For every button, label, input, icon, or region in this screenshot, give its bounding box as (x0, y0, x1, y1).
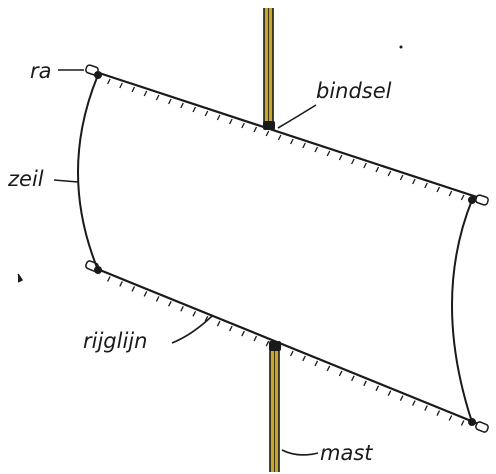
lacing-mark (326, 150, 331, 157)
lacing-mark (363, 162, 367, 169)
lacing-mark (375, 166, 380, 173)
stray-dot (399, 45, 403, 49)
label-mast: mast (320, 441, 373, 465)
lacing-mark (119, 281, 123, 287)
lacing-mark (168, 98, 172, 105)
lacing-mark (460, 194, 465, 201)
sail-left-edge (77, 74, 99, 271)
lacing-mark (265, 130, 270, 137)
lacing-mark (216, 320, 221, 327)
lacing-mark (229, 118, 233, 125)
lacing-mark (436, 186, 441, 193)
lacing-mark (192, 106, 197, 113)
lacing-mark (448, 190, 453, 197)
lacing-mark (155, 296, 160, 302)
lacing-mark (448, 415, 453, 421)
bindsel-knots (263, 121, 281, 351)
lacing-mark (387, 390, 392, 396)
label-zeil: zeil (7, 167, 44, 191)
lacing-mark (436, 410, 441, 416)
lacing-mark (204, 110, 209, 117)
lacing-mark (131, 86, 136, 93)
lacing-mark (424, 182, 428, 189)
lacing-mark (375, 385, 380, 392)
sail-right-edge (451, 199, 473, 423)
lacing-marks-upper (107, 78, 465, 201)
stray-mark (17, 273, 24, 283)
lacing-mark (387, 170, 392, 177)
mast-lower (269, 346, 280, 472)
lacing-mark (399, 395, 404, 401)
label-ra: ra (30, 59, 52, 83)
lacing-mark (253, 335, 258, 342)
lacing-mark (119, 82, 123, 89)
lacing-mark (290, 138, 294, 145)
upper-yard (89, 68, 487, 202)
lacing-mark (107, 78, 111, 85)
lacing-mark (338, 370, 343, 377)
lacing-mark (216, 114, 221, 121)
lacing-mark (204, 315, 209, 322)
lower-yard (89, 264, 487, 429)
mast-upper (263, 8, 274, 128)
sail-corners (94, 71, 476, 426)
lacing-mark (314, 360, 319, 367)
lacing-mark (412, 400, 416, 406)
lacing-mark (326, 365, 331, 372)
lacing-mark (399, 174, 404, 181)
lacing-mark (241, 122, 245, 129)
lacing-mark (143, 90, 148, 97)
lacing-mark (351, 158, 355, 165)
lacing-mark (143, 291, 148, 297)
lacing-mark (351, 375, 355, 382)
lacing-mark (241, 330, 245, 337)
yard-end-caps (85, 64, 489, 433)
lacing-mark (290, 350, 294, 357)
lacing-mark (192, 311, 197, 317)
lacing-mark (265, 340, 270, 347)
lacing-mark (155, 94, 160, 101)
lacing-mark (229, 325, 233, 332)
lacing-mark (253, 126, 258, 133)
lacing-mark (460, 420, 465, 426)
lacing-mark (277, 134, 282, 141)
lacing-mark (180, 102, 184, 109)
label-bindsel: bindsel (316, 79, 392, 103)
lacing-mark (302, 355, 306, 362)
label-rijglijn: rijglijn (83, 329, 147, 353)
lacing-marks-lower (107, 276, 465, 426)
lacing-mark (107, 276, 111, 282)
leader-lines (53, 69, 319, 456)
lacing-mark (180, 306, 184, 312)
lacing-mark (131, 286, 136, 292)
lacing-mark (277, 345, 282, 352)
lacing-mark (302, 142, 306, 149)
lacing-mark (424, 405, 428, 411)
lacing-mark (412, 178, 416, 185)
lacing-mark (338, 154, 343, 161)
lacing-mark (314, 146, 319, 153)
lacing-mark (363, 380, 367, 387)
lacing-mark (168, 301, 172, 307)
